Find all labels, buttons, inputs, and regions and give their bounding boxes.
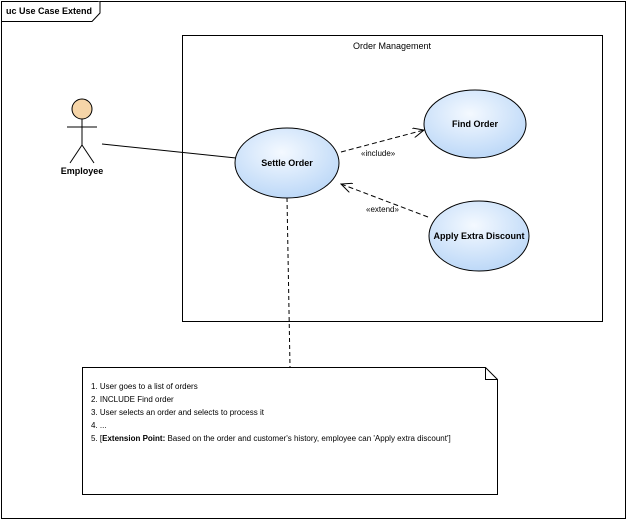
note-line: 1. User goes to a list of orders [91,382,198,391]
include-dependency [340,130,424,153]
actor-label: Employee [61,166,104,176]
usecase-label: Settle Order [261,158,313,168]
note-anchor-line [286,197,291,368]
usecase-find-order[interactable]: Find Order [423,89,527,159]
usecase-label: Apply Extra Discount [433,231,524,241]
usecase-label: Find Order [452,119,498,129]
note-line5-prefix: 5. [ [91,434,103,443]
note-line5-rest: Based on the order and customer's histor… [165,434,450,443]
association-line [101,143,237,159]
note-line5-bold: Extension Point: [102,434,165,443]
note-line: 3. User selects an order and selects to … [91,408,265,417]
boundary-title: Order Management [353,41,432,51]
usecase-settle-order[interactable]: Settle Order [234,127,340,199]
extend-stereotype: «extend» [366,205,399,214]
usecase-apply-extra-discount[interactable]: Apply Extra Discount [428,200,530,272]
include-stereotype: «include» [361,149,396,158]
actor-employee[interactable]: Employee [61,98,104,176]
note[interactable]: 1. User goes to a list of orders 2. INCL… [82,367,498,495]
frame-title: uc Use Case Extend [6,6,92,16]
note-line: 4. ... [91,421,107,430]
note-line-extension-point: 5. [Extension Point: Based on the order … [91,434,451,443]
note-line: 2. INCLUDE Find order [91,395,174,404]
actor-head [71,98,93,120]
